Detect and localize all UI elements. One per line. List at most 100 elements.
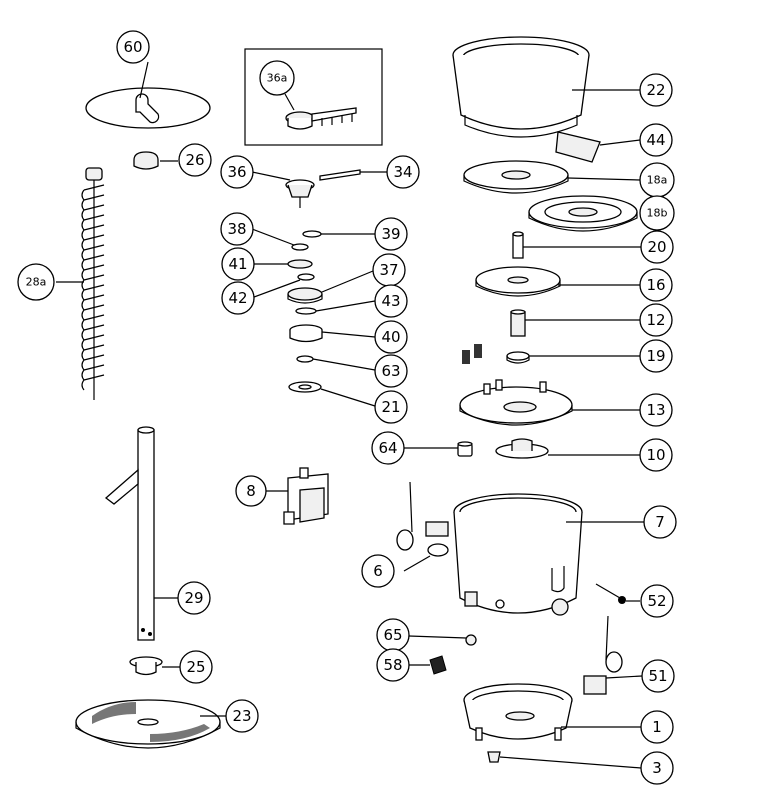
callout-7: 7 xyxy=(643,505,677,539)
callout-60: 60 xyxy=(116,30,150,64)
callout-44: 44 xyxy=(639,123,673,157)
part-34-clip xyxy=(319,169,387,181)
callout-28a: 28a xyxy=(17,263,55,301)
callout-29: 29 xyxy=(177,581,211,615)
svg-text:34: 34 xyxy=(393,163,412,181)
svg-text:7: 7 xyxy=(655,513,665,531)
svg-text:22: 22 xyxy=(646,81,665,99)
svg-text:39: 39 xyxy=(381,225,400,243)
part-36-coupling xyxy=(251,171,315,208)
part-65-nut xyxy=(408,634,477,646)
svg-text:19: 19 xyxy=(646,347,665,365)
callout-3: 3 xyxy=(640,751,674,785)
part-12-sleeve xyxy=(510,309,640,337)
part-18b-plate xyxy=(528,195,638,232)
svg-text:65: 65 xyxy=(383,626,402,644)
svg-text:37: 37 xyxy=(379,261,398,279)
part-25-bush xyxy=(129,656,180,676)
callout-63: 63 xyxy=(374,354,408,388)
svg-text:6: 6 xyxy=(373,562,383,580)
part-18a-plate xyxy=(463,160,641,194)
svg-text:8: 8 xyxy=(246,482,256,500)
callout-58: 58 xyxy=(376,648,410,682)
svg-text:21: 21 xyxy=(381,398,400,416)
callout-1: 1 xyxy=(640,710,674,744)
svg-text:23: 23 xyxy=(232,707,251,725)
part-28a-auger xyxy=(56,167,105,400)
callout-18b: 18b xyxy=(639,195,675,231)
svg-text:36: 36 xyxy=(227,163,246,181)
svg-text:64: 64 xyxy=(378,439,397,457)
callout-40: 40 xyxy=(374,320,408,354)
svg-text:3: 3 xyxy=(652,759,662,777)
svg-text:58: 58 xyxy=(383,656,402,674)
svg-text:51: 51 xyxy=(648,667,667,685)
part-37-bearing xyxy=(287,270,374,304)
part-3-foot xyxy=(487,751,642,769)
callout-52: 52 xyxy=(640,584,674,618)
part-60-lid-disc xyxy=(85,61,211,129)
callout-51: 51 xyxy=(641,659,675,693)
part-64-knob xyxy=(404,441,473,457)
callout-8: 8 xyxy=(235,475,267,507)
svg-text:20: 20 xyxy=(647,238,666,256)
callout-41: 41 xyxy=(221,247,255,281)
svg-text:12: 12 xyxy=(646,311,665,329)
callout-26: 26 xyxy=(178,143,212,177)
part-23-sieve-disc xyxy=(75,699,226,749)
svg-text:18b: 18b xyxy=(647,207,668,220)
svg-text:10: 10 xyxy=(646,446,665,464)
part-44-blade xyxy=(555,131,641,163)
callout-16: 16 xyxy=(639,268,673,302)
callout-19: 19 xyxy=(639,339,673,373)
svg-text:36a: 36a xyxy=(267,72,288,85)
part-29-tube xyxy=(104,426,178,641)
svg-text:43: 43 xyxy=(381,292,400,310)
callout-39: 39 xyxy=(374,217,408,251)
part-7-housing xyxy=(453,493,644,616)
svg-text:1: 1 xyxy=(652,718,662,736)
svg-text:29: 29 xyxy=(184,589,203,607)
part-21-gasket xyxy=(288,381,376,407)
svg-text:16: 16 xyxy=(646,276,665,294)
callout-23: 23 xyxy=(225,699,259,733)
part-20-pin xyxy=(512,231,641,259)
part-41-bearing xyxy=(254,259,313,269)
callout-25: 25 xyxy=(179,650,213,684)
callout-20: 20 xyxy=(640,230,674,264)
part-22-bowl xyxy=(452,36,640,138)
callout-22: 22 xyxy=(639,73,673,107)
callout-18a: 18a xyxy=(639,162,675,198)
part-63-oring xyxy=(296,355,376,371)
callout-21: 21 xyxy=(374,390,408,424)
svg-text:60: 60 xyxy=(123,38,142,56)
svg-text:38: 38 xyxy=(227,220,246,238)
svg-text:63: 63 xyxy=(381,362,400,380)
part-19-springs xyxy=(462,344,640,364)
svg-text:13: 13 xyxy=(646,401,665,419)
callout-43: 43 xyxy=(374,284,408,318)
part-42-ring xyxy=(253,273,315,298)
svg-text:18a: 18a xyxy=(647,174,668,187)
callout-37: 37 xyxy=(372,253,406,287)
svg-text:40: 40 xyxy=(381,328,400,346)
part-36a-detail-box xyxy=(244,48,383,146)
callout-64: 64 xyxy=(371,431,405,465)
callout-10: 10 xyxy=(639,438,673,472)
part-16-disc xyxy=(475,266,640,297)
svg-text:26: 26 xyxy=(185,151,204,169)
callout-6: 6 xyxy=(361,554,395,588)
part-39-ring xyxy=(302,230,375,238)
part-43-washer xyxy=(295,300,376,315)
callout-38: 38 xyxy=(220,212,254,246)
callout-13: 13 xyxy=(639,393,673,427)
svg-text:25: 25 xyxy=(186,658,205,676)
part-10-hub xyxy=(495,438,640,459)
part-6-switch xyxy=(396,481,449,572)
svg-text:41: 41 xyxy=(228,255,247,273)
callout-34: 34 xyxy=(386,155,420,189)
part-58-button xyxy=(408,655,447,675)
part-13-base-plate xyxy=(459,379,640,426)
callout-36: 36 xyxy=(220,155,254,189)
